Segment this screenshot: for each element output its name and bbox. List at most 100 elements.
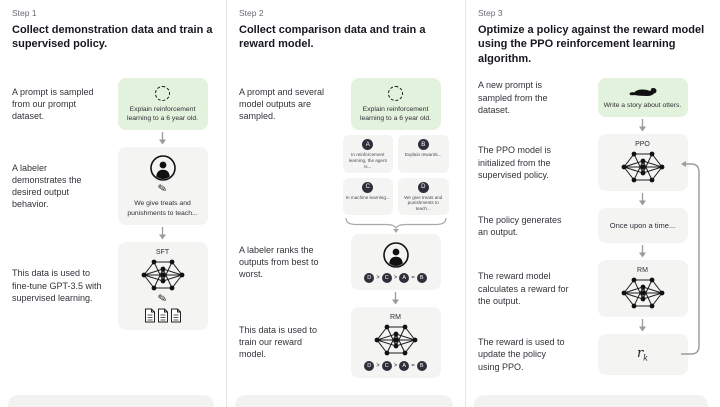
step3-title: Optimize a policy against the reward mod… [478, 24, 705, 65]
output-card-c: C In machine learning... [342, 177, 393, 215]
step1-arrow-2-row [12, 226, 216, 240]
step1-header: Step 1 Collect demonstration data and tr… [12, 8, 216, 70]
step2-prompt-box: Explain reinforcement learning to a 6 ye… [350, 78, 441, 131]
step2-rank-desc: A labeler ranks the outputs from best to… [239, 244, 319, 279]
ranking-row: D > C > A = B [364, 272, 427, 283]
rank-letter: D [364, 272, 375, 283]
rank-separator: = [411, 274, 415, 281]
ranking-row: D > C > A = B [364, 360, 427, 371]
rank-letter: C [381, 272, 392, 283]
step3-reward-desc: The reward is used to update the policy … [478, 337, 565, 372]
rank-letter: B [416, 360, 427, 371]
otter-icon [629, 85, 657, 98]
bottom-strip [474, 395, 708, 407]
step2-arrow-row [239, 291, 455, 305]
step1-labeler-caption: We give treats and punishments to teach.… [127, 200, 198, 217]
down-brace-icon [344, 217, 448, 234]
step1-prompt-row: A prompt is sampled from our prompt data… [12, 78, 216, 131]
down-arrow-icon [158, 132, 167, 145]
step3-reward-box: rk [597, 334, 688, 375]
step2-rm-box: RM D > C > A = B [350, 306, 441, 378]
pencil-icon: ✎ [156, 182, 168, 197]
document-icon [144, 308, 156, 323]
step3-rm-box: RM [597, 260, 688, 318]
step1-sft-box: SFT ✎ [117, 241, 208, 330]
neural-network-icon [621, 276, 665, 310]
step2-brace-row [239, 217, 455, 234]
output-text-c: In machine learning... [345, 194, 390, 200]
step1-arrow-1-row [12, 132, 216, 145]
step2-rank-row: A labeler ranks the outputs from best to… [239, 233, 455, 290]
step2-title: Collect comparison data and train a rewa… [239, 24, 426, 51]
step1-labeler-desc: A labeler demonstrates the desired outpu… [12, 162, 82, 210]
letter-badge-d: D [417, 181, 429, 193]
down-arrow-icon [158, 226, 167, 240]
step3-output-row: The policy generates an output. Once upo… [478, 208, 710, 244]
step3-ppo-box: PPO [597, 134, 688, 192]
step1-title: Collect demonstration data and train a s… [12, 24, 213, 51]
step1-prompt-caption: Explain reinforcement learning to a 6 ye… [126, 106, 199, 123]
step2-prompt-row: A prompt and several model outputs are s… [239, 78, 455, 131]
step3-arrow-row [478, 245, 710, 258]
rank-separator: > [376, 362, 380, 369]
sample-prompt-icon [388, 86, 403, 101]
step3-prompt-caption: Write a story about otters. [603, 102, 682, 109]
down-arrow-icon [391, 291, 400, 305]
step2-rm-desc: This data is used to train our reward mo… [239, 325, 318, 360]
document-icon [157, 308, 169, 323]
neural-network-icon [374, 323, 418, 357]
rank-letter: B [416, 272, 427, 283]
step2-outputs-row: A In reinforcement learning, the agent i… [239, 130, 455, 215]
neural-network-icon [141, 258, 185, 292]
step3-arrow-row [478, 319, 710, 332]
neural-network-icon [621, 150, 665, 184]
step2-label: Step 2 [239, 8, 264, 18]
step3-prompt-box: Write a story about otters. [597, 78, 688, 118]
step2-rm-row: This data is used to train our reward mo… [239, 306, 455, 378]
step1-labeler-box: ✎ We give treats and punishments to teac… [117, 147, 208, 225]
step1-sft-desc: This data is used to fine-tune GPT-3.5 w… [12, 268, 102, 303]
document-icon [170, 308, 182, 323]
step2-header: Step 2 Collect comparison data and train… [239, 8, 455, 70]
down-arrow-icon [638, 119, 647, 132]
rank-letter: C [381, 360, 392, 371]
rm-model-label: RM [637, 267, 648, 275]
step1-sft-row: This data is used to fine-tune GPT-3.5 w… [12, 241, 216, 330]
step3-ppo-desc: The PPO model is initialized from the su… [478, 145, 552, 180]
output-text-d: We give treats and punishments to teach.… [404, 194, 443, 212]
sft-model-label: SFT [155, 248, 170, 256]
documents-row [144, 308, 182, 323]
letter-badge-b: B [417, 139, 429, 151]
output-text-a: In reinforcement learning, the agent is.… [348, 152, 387, 169]
step2-labeler-box: D > C > A = B [350, 233, 441, 290]
bottom-strip [8, 395, 214, 407]
step3-output-box: Once upon a time... [597, 208, 688, 244]
ppo-model-label: PPO [635, 141, 650, 149]
step2-prompt-desc: A prompt and several model outputs are s… [239, 86, 325, 122]
output-card-a: A In reinforcement learning, the agent i… [342, 135, 393, 173]
step1-prompt-desc: A prompt is sampled from our prompt data… [12, 86, 94, 122]
step3-prompt-desc: A new prompt is sampled from the dataset… [478, 80, 548, 115]
rank-separator: > [393, 274, 398, 281]
step3-reward-row: The reward is used to update the policy … [478, 334, 710, 375]
step3-rm-row: The reward model calculates a reward for… [478, 260, 710, 318]
step3-arrow-row [478, 193, 710, 206]
letter-badge-c: C [362, 181, 374, 193]
rank-separator: = [411, 362, 415, 369]
sample-prompt-icon [155, 86, 170, 101]
labeler-icon [382, 241, 409, 268]
model-outputs-grid: A In reinforcement learning, the agent i… [342, 135, 449, 215]
step1-label: Step 1 [12, 8, 37, 18]
down-arrow-icon [638, 193, 647, 206]
column-step-3: Step 3 Optimize a policy against the rew… [466, 0, 720, 407]
rank-letter: D [364, 360, 375, 371]
step1-flow: A prompt is sampled from our prompt data… [12, 78, 216, 330]
down-arrow-icon [638, 245, 647, 258]
letter-badge-a: A [362, 139, 374, 151]
output-card-d: D We give treats and punishments to teac… [398, 177, 449, 215]
rank-separator: > [393, 362, 398, 369]
step2-prompt-caption: Explain reinforcement learning to a 6 ye… [359, 106, 432, 123]
rank-letter: A [399, 272, 410, 283]
rank-separator: > [376, 274, 380, 281]
